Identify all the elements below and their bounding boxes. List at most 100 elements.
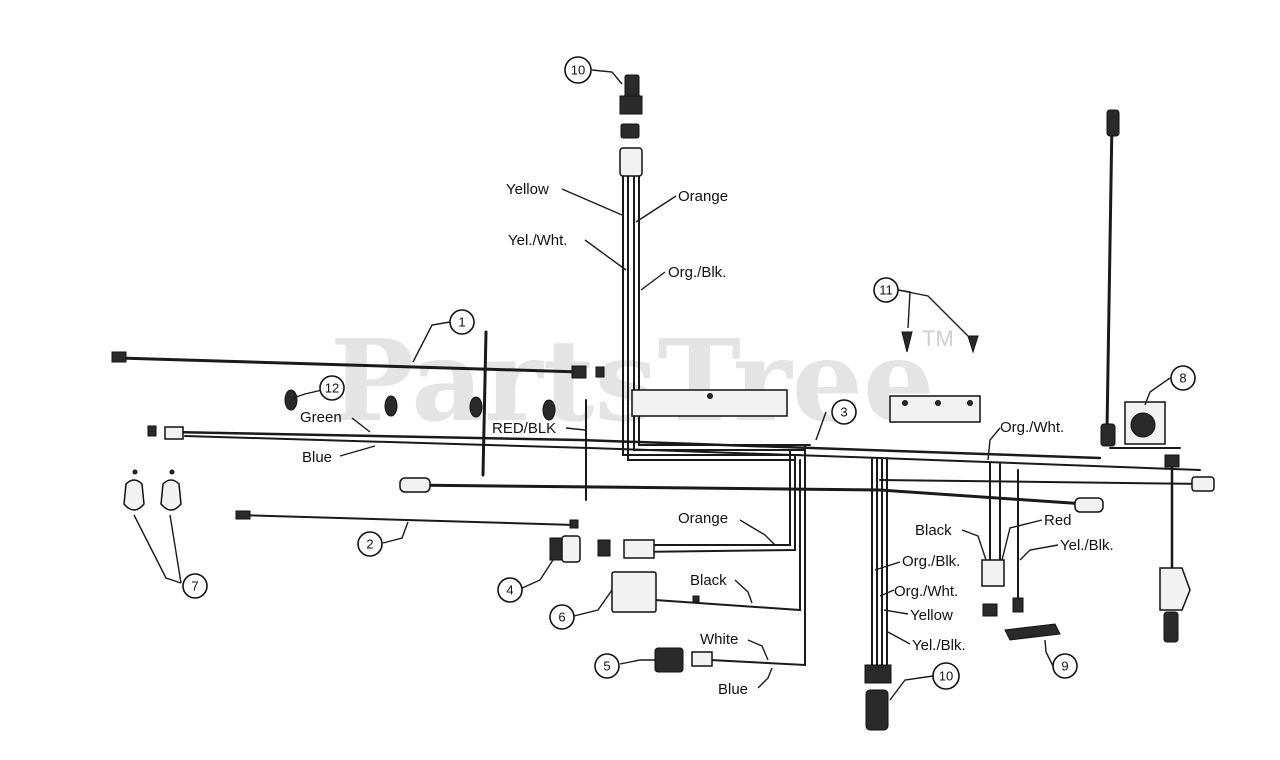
callout-6-label: 6 [558,610,565,625]
wire-white [709,444,806,667]
harness-lower [403,483,1102,507]
wire-labels: Yellow Orange Yel./Wht. Org./Blk. Green … [300,181,1114,698]
switch-4-cap [561,535,581,563]
wire-right-tall [1105,118,1114,432]
right-tall-bottom [1100,423,1116,447]
wire-blue-long [184,435,1201,471]
callout-5-label: 5 [603,659,610,674]
tie-11-c [469,396,483,418]
callout-4: 4 [497,577,523,603]
connector-10-top-socket [619,147,643,177]
callout-10-bottom: 10 [932,662,960,690]
label-org-blk-top: Org./Blk. [668,264,726,281]
leader-10-top [591,69,623,85]
bracket-right-hole-c [967,400,973,406]
bracket-right [889,395,981,423]
harness-2 [237,514,576,526]
right-plug-stem [1163,611,1179,643]
bulb-7-b [160,479,182,511]
watermark-brand: PartsTree [330,316,934,447]
screw-12-a [901,331,913,353]
module-6-terminal [692,595,700,603]
leader-orange-mid [739,519,776,546]
label-blue-bottom: Blue [718,681,748,698]
bracket-left-hole [707,393,713,399]
callout-10-bottom-label: 10 [939,669,953,684]
yel-blk-terminal [1012,597,1024,613]
leader-7-a [133,514,182,584]
label-yel-blk-low: Yel./Blk. [912,637,966,654]
vertical-probe [481,330,488,477]
label-black-right: Black [915,522,952,539]
leader-7-b [169,514,182,584]
harness-2-right-end [569,519,579,529]
leader-12-b [897,289,971,339]
wire-black-mid [654,459,801,612]
label-black-mid: Black [690,572,727,589]
leader-yellow-top [561,188,623,216]
right-plug-body [1159,567,1191,611]
switch-5-body [654,647,684,673]
callout-9: 9 [1052,653,1078,679]
leader-org-blk-low [874,561,901,571]
leader-black-mid [734,579,753,604]
harness-3-terminal [147,425,157,437]
leader-white [747,639,769,661]
leader-2 [382,521,409,544]
leader-blue-bottom [757,667,773,689]
label-yellow-top: Yellow [506,181,549,198]
callout-1-label: 1 [458,315,465,330]
bracket-right-hole-b [935,400,941,406]
callout-6: 6 [549,604,575,630]
label-red-blk: RED/BLK [492,420,556,437]
label-green: Green [300,409,342,426]
watermark-trademark: TM [922,326,954,351]
leader-yel-blk-low [887,631,911,645]
tie-11-b [384,395,398,417]
callout-12-label: 11 [879,283,893,298]
wires [118,118,1211,669]
wire-yel-wht-vertical [627,174,796,461]
harness-3-left-plug [164,426,184,440]
harness-1 [118,356,582,374]
switch-5-plug [691,651,713,667]
leader-11 [292,389,323,399]
callout-11-label: 12 [325,381,339,396]
leader-8 [1144,377,1171,406]
callout-2-label: 2 [366,537,373,552]
right-end-plug [1191,476,1215,492]
callout-3-label: 3 [840,405,847,420]
switch-4-plug [597,539,611,557]
leader-5 [619,659,656,665]
wire-right-end [879,479,1211,485]
leader-yellow-low [883,609,909,615]
leader-yel-blk-right [1019,544,1059,561]
harness-1-right-plug [571,365,587,379]
switch-8-knob [1130,412,1156,438]
callout-8: 8 [1170,365,1196,391]
harness-1-terminal [595,366,605,378]
label-orange-mid: Orange [678,510,728,527]
leader-org-wht-right [987,427,1001,461]
leader-org-wht-low [879,589,895,597]
callout-9-label: 9 [1061,659,1068,674]
callout-7-label: 7 [191,579,198,594]
label-blue-left: Blue [302,449,332,466]
bracket-right-hole-a [902,400,908,406]
black-red-terminal [982,603,998,617]
label-org-blk-low: Org./Blk. [902,553,960,570]
right-plug-top [1164,454,1180,468]
leader-org-blk-top [640,271,666,291]
label-yel-blk-right: Yel./Blk. [1060,537,1114,554]
label-white: White [700,631,738,648]
screw-12-b [967,335,979,354]
harness-1-left-plug [111,351,127,363]
leader-orange-top [635,195,677,223]
connector-10-bottom-socket [864,664,892,684]
connector-10-top-base [619,95,643,115]
callouts: 10 1 12 11 3 8 2 4 [182,56,1196,690]
wire-orange-mid [624,449,791,546]
parts [111,74,1215,731]
tie-11-d [542,399,556,421]
